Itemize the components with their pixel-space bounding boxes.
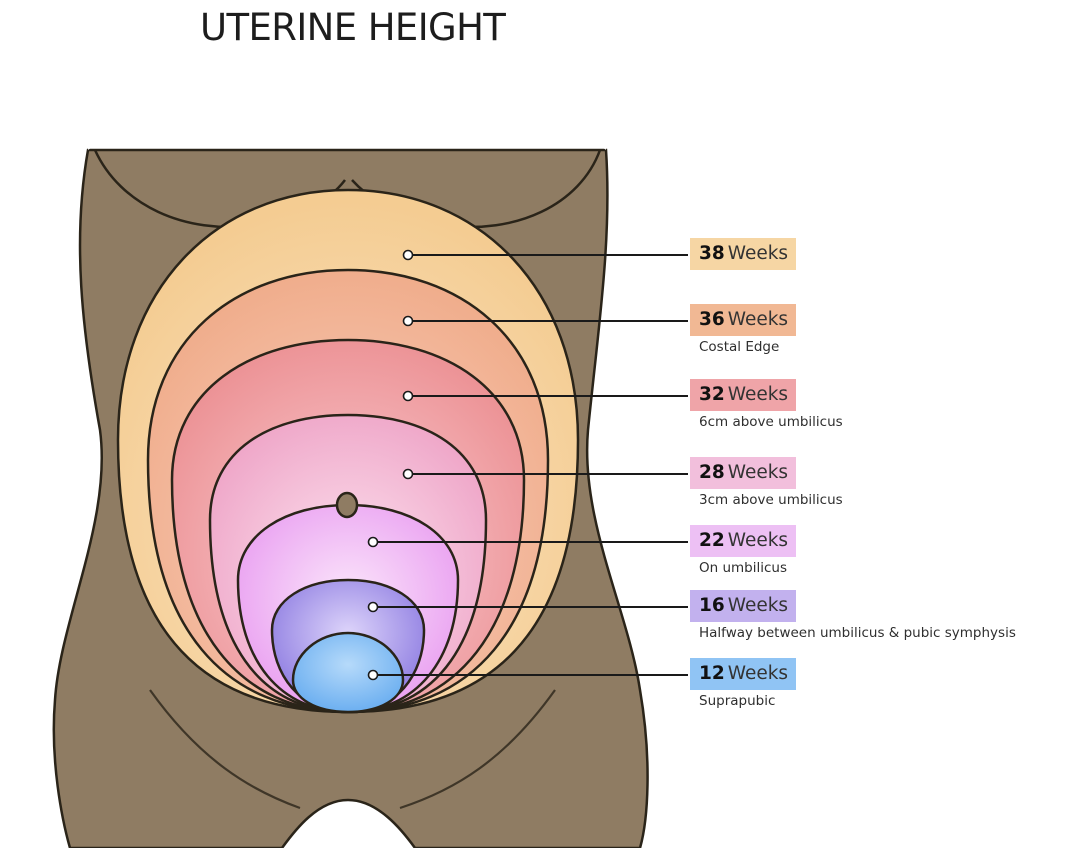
weeks-number: 36	[699, 309, 725, 330]
stage-description: 6cm above umbilicus	[690, 414, 843, 430]
weeks-unit: Weeks	[728, 462, 788, 483]
stage-description: On umbilicus	[690, 560, 796, 576]
weeks-number: 22	[699, 530, 725, 551]
weeks-unit: Weeks	[728, 384, 788, 405]
weeks-unit: Weeks	[728, 663, 788, 684]
weeks-unit: Weeks	[728, 309, 788, 330]
stage-description: Suprapubic	[690, 693, 796, 709]
weeks-unit: Weeks	[728, 243, 788, 264]
weeks-number: 38	[699, 243, 725, 264]
weeks-unit: Weeks	[728, 530, 788, 551]
umbilicus	[337, 493, 357, 517]
stage-description: 3cm above umbilicus	[690, 492, 843, 508]
weeks-number: 12	[699, 663, 725, 684]
weeks-number: 28	[699, 462, 725, 483]
stage-description: Halfway between umbilicus & pubic symphy…	[690, 625, 1016, 641]
weeks-unit: Weeks	[728, 595, 788, 616]
stage-description: Costal Edge	[690, 339, 796, 355]
weeks-number: 32	[699, 384, 725, 405]
weeks-number: 16	[699, 595, 725, 616]
chest-highlight	[86, 92, 610, 152]
